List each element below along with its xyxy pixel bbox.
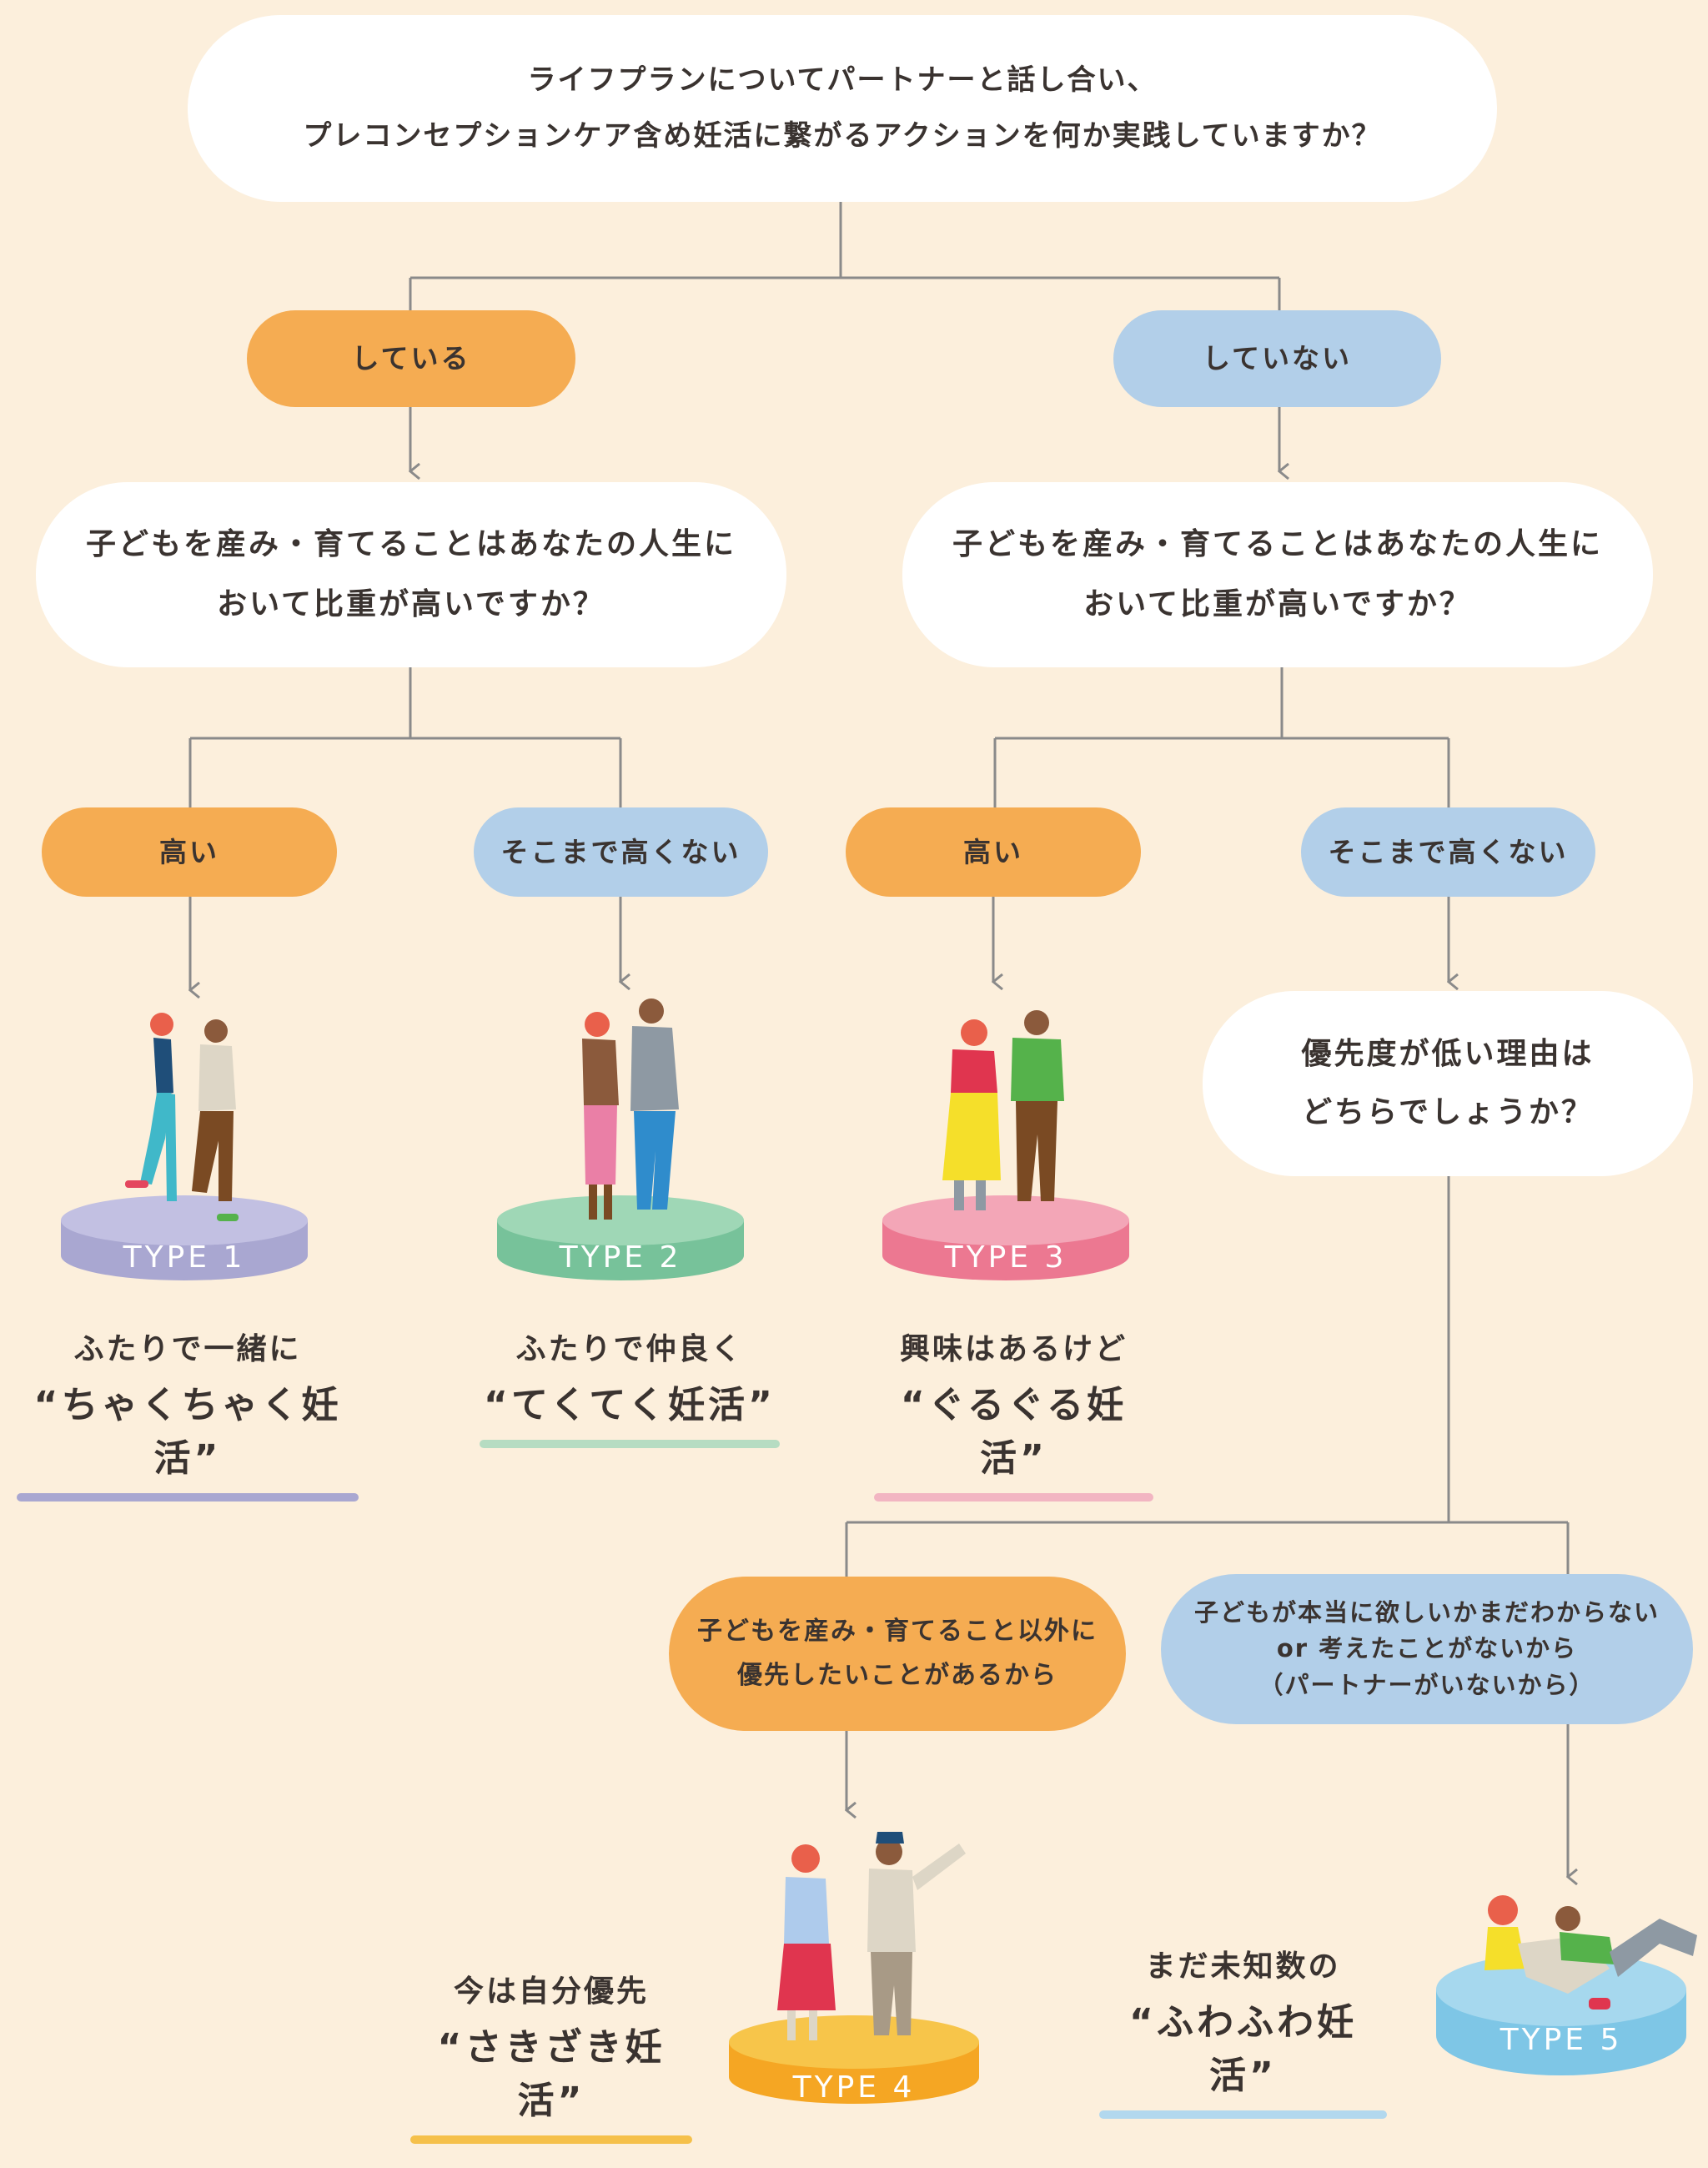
type2-caption: ふたりで仲良く “てくてく妊活” <box>480 1325 780 1448</box>
type1-illustration <box>61 1013 308 1280</box>
left-high: 高い <box>42 807 337 897</box>
question-top-line2: プレコンセプションケア含め妊活に繋がるアクションを何か実践していますか？ <box>303 119 1382 153</box>
type5-underline <box>1099 2110 1387 2119</box>
answer-no: していない <box>1113 310 1441 407</box>
connector-reason-split <box>845 1176 1570 1577</box>
connector-left-split <box>188 667 622 807</box>
type5-subtitle: まだ未知数の <box>1145 1949 1341 1984</box>
question-left: 子どもを産み・育てることはあなたの人生に おいて比重が高いですか？ <box>36 482 786 667</box>
type1-underline <box>17 1493 359 1502</box>
type1-subtitle: ふたりで一緒に <box>73 1332 302 1366</box>
reason-unsure-line3: （パートナーがいないから） <box>1258 1670 1595 1699</box>
question-left-line1: 子どもを産み・育てることはあなたの人生に <box>85 527 736 562</box>
reason-other: 子どもを産み・育てること以外に 優先したいことがあるから <box>669 1577 1126 1731</box>
connector-right-split <box>993 667 1450 807</box>
reason-unsure-line2: or 考えたことがないから <box>1276 1634 1578 1663</box>
type4-subtitle: 今は自分優先 <box>453 1974 649 2009</box>
type4-name: “さきざき妊活” <box>437 2026 666 2122</box>
type2-name: “てくてく妊活” <box>484 1384 776 1426</box>
question-reason-line1: 優先度が低い理由は <box>1301 1037 1595 1072</box>
type3-illustration <box>882 1010 1129 1280</box>
type2-label: TYPE 2 <box>559 1240 682 1275</box>
type3-name: “ぐるぐる妊活” <box>900 1384 1128 1480</box>
question-right-line2: おいて比重が高いですか？ <box>1083 587 1472 621</box>
type4-underline <box>410 2135 692 2144</box>
type5-name: “ふわふわ妊活” <box>1129 2001 1357 2097</box>
type4-label: TYPE 4 <box>792 2070 916 2105</box>
type1-caption: ふたりで一緒に “ちゃくちゃく妊活” <box>17 1325 359 1502</box>
question-reason-line2: どちらでしょうか？ <box>1302 1095 1594 1129</box>
reason-unsure: 子どもが本当に欲しいかまだわからない or 考えたことがないから （パートナーが… <box>1161 1574 1693 1724</box>
reason-other-line2: 優先したいことがあるから <box>737 1660 1057 1690</box>
reason-unsure-line1: 子どもが本当に欲しいかまだわからない <box>1193 1597 1660 1627</box>
type2-illustration <box>497 998 744 1280</box>
type3-label: TYPE 3 <box>944 1240 1068 1275</box>
right-high: 高い <box>846 807 1141 897</box>
type5-illustration <box>1436 1895 1697 2075</box>
connector-top-split <box>409 202 1281 310</box>
question-right: 子どもを産み・育てることはあなたの人生に おいて比重が高いですか？ <box>902 482 1653 667</box>
question-top-line1: ライフプランについてパートナーと話し合い、 <box>527 63 1158 98</box>
type4-caption: 今は自分優先 “さきざき妊活” <box>410 1967 692 2144</box>
question-right-line1: 子どもを産み・育てることはあなたの人生に <box>952 527 1603 562</box>
reason-other-line1: 子どもを産み・育てること以外に <box>697 1617 1098 1646</box>
type5-label: TYPE 5 <box>1500 2023 1623 2057</box>
left-low: そこまで高くない <box>474 807 768 897</box>
type5-caption: まだ未知数の “ふわふわ妊活” <box>1099 1942 1387 2119</box>
type3-underline <box>874 1493 1153 1502</box>
type2-subtitle: ふたりで仲良く <box>515 1332 744 1366</box>
type1-label: TYPE 1 <box>123 1240 246 1275</box>
answer-yes: している <box>247 310 575 407</box>
type2-underline <box>480 1440 780 1448</box>
type1-name: “ちゃくちゃく妊活” <box>33 1384 342 1480</box>
question-reason: 優先度が低い理由は どちらでしょうか？ <box>1203 991 1693 1176</box>
question-left-line2: おいて比重が高いですか？ <box>217 587 605 621</box>
type3-caption: 興味はあるけど “ぐるぐる妊活” <box>874 1325 1153 1502</box>
type4-illustration <box>729 1832 979 2104</box>
right-low: そこまで高くない <box>1301 807 1595 897</box>
question-top: ライフプランについてパートナーと話し合い、 プレコンセプションケア含め妊活に繋が… <box>188 15 1497 202</box>
type3-subtitle: 興味はあるけど <box>899 1332 1128 1366</box>
